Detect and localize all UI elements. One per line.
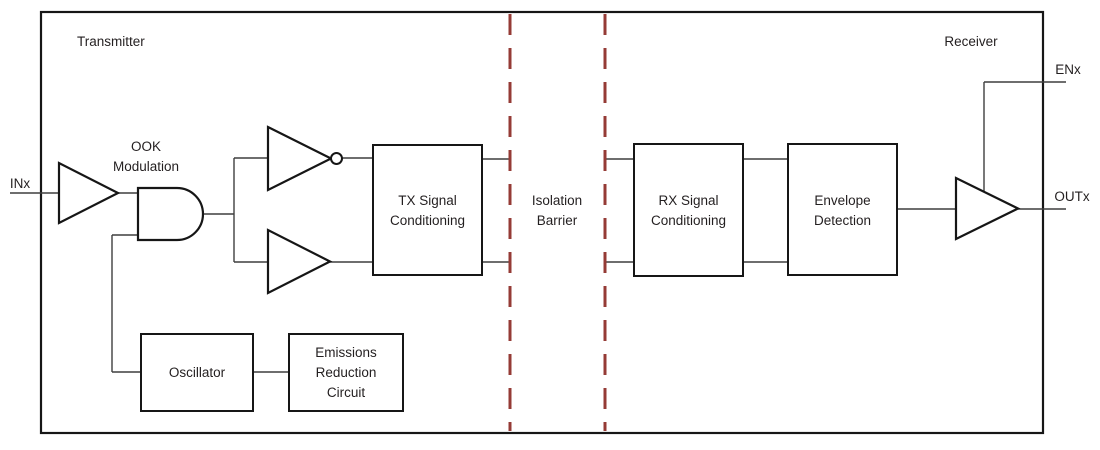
oscillator-label: Oscillator	[169, 365, 226, 380]
non-inverting-buffer-gate	[266, 228, 333, 295]
tx-signal-conditioning-label-line1: TX Signal	[398, 193, 457, 208]
isolation-barrier-label-line1: Isolation	[532, 193, 582, 208]
oscillator-box	[140, 333, 254, 412]
emissions-reduction-label-line1: Emissions	[315, 345, 377, 360]
envelope-detection-label-line1: Envelope	[814, 193, 870, 208]
rx-signal-conditioning-label-line1: RX Signal	[658, 193, 718, 208]
wires	[10, 81, 1066, 373]
isolation-barrier-label-line2: Barrier	[537, 213, 578, 228]
rx-signal-conditioning-box	[633, 143, 744, 277]
input-buffer-gate	[57, 161, 121, 225]
shapes	[57, 125, 1021, 412]
envelope-detection-label-line2: Detection	[814, 213, 871, 228]
and-gate	[136, 186, 205, 242]
ook-modulation-label-line2: Modulation	[113, 159, 179, 174]
emissions-reduction-label-line3: Circuit	[327, 385, 366, 400]
inverter-bubble	[330, 152, 343, 165]
inx-pin-label: INx	[10, 176, 31, 191]
tx-signal-conditioning-label-line2: Conditioning	[390, 213, 465, 228]
labels: Transmitter Receiver INx ENx OUTx OOK Mo…	[10, 34, 1090, 400]
inverter-gate	[266, 125, 334, 192]
receiver-region-label: Receiver	[944, 34, 998, 49]
emissions-reduction-label-line2: Reduction	[316, 365, 377, 380]
isolation-barrier	[508, 14, 607, 431]
ook-modulation-label-line1: OOK	[131, 139, 161, 154]
rx-signal-conditioning-label-line2: Conditioning	[651, 213, 726, 228]
envelope-detection-box	[787, 143, 898, 276]
output-buffer-gate	[954, 176, 1021, 241]
emissions-reduction-box	[288, 333, 404, 412]
enx-pin-label: ENx	[1055, 62, 1081, 77]
tx-signal-conditioning-box	[372, 144, 483, 276]
chip-boundary	[39, 10, 1045, 435]
transmitter-region-label: Transmitter	[77, 34, 145, 49]
outx-pin-label: OUTx	[1054, 189, 1089, 204]
